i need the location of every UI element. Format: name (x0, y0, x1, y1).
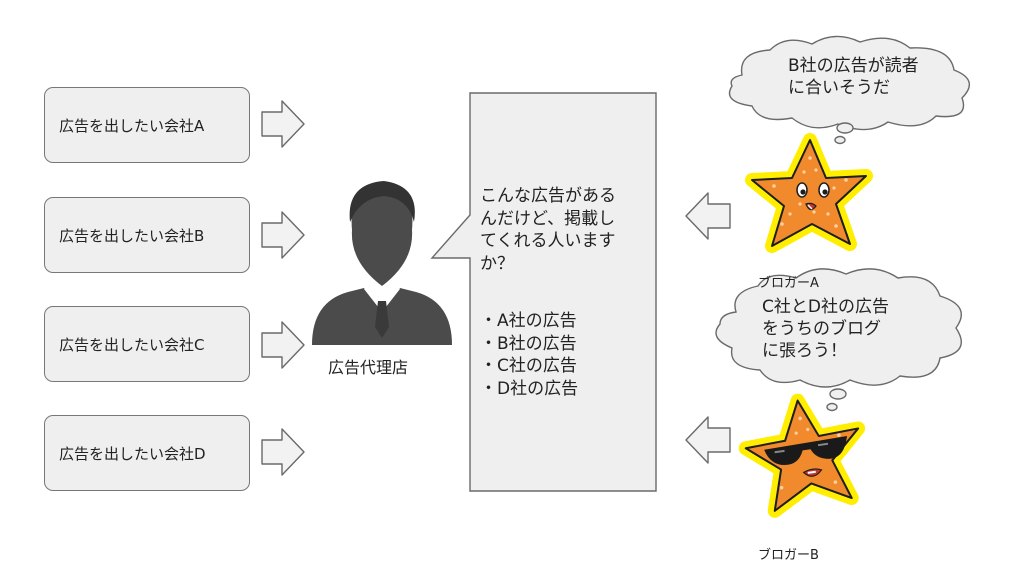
company-box-a: 広告を出したい会社A (44, 87, 250, 163)
company-label-d: 広告を出したい会社D (59, 444, 206, 463)
company-box-b: 広告を出したい会社B (44, 197, 250, 273)
thought-bubble-b (715, 268, 962, 412)
right-arrow-icon (261, 211, 305, 259)
left-arrow-icon (685, 192, 731, 240)
thought-text-b: C社とD社の広告 をうちのブログ に張ろう！ (762, 297, 889, 361)
sunglasses-icon (764, 436, 848, 466)
company-label-a: 広告を出したい会社A (59, 116, 205, 135)
ad-list-item: D社の広告 (480, 378, 650, 401)
left-arrow-icon (685, 416, 731, 464)
agency-label: 広告代理店 (328, 358, 409, 377)
starfish-icon (745, 133, 873, 253)
company-box-d: 広告を出したい会社D (44, 415, 250, 491)
thought-bubble-a (728, 35, 971, 145)
ad-list: A社の広告 B社の広告 C社の広告 D社の広告 (480, 310, 650, 400)
company-label-b: 広告を出したい会社B (59, 226, 205, 245)
ad-list-item: A社の広告 (480, 310, 650, 333)
starfish-icon (738, 393, 866, 518)
right-arrow-icon (261, 321, 305, 369)
company-box-c: 広告を出したい会社C (44, 306, 250, 382)
businessman-icon (312, 181, 452, 345)
blogger-label-a: ブロガーA (758, 276, 819, 291)
company-label-c: 広告を出したい会社C (59, 335, 205, 354)
right-arrow-icon (261, 428, 305, 476)
speech-bubble (430, 92, 657, 492)
speech-text: こんな広告がある んだけど、掲載し てくれる人います か？ (480, 186, 616, 274)
thought-text-a: B社の広告が読者 に合いそうだ (788, 56, 919, 98)
ad-list-item: C社の広告 (480, 355, 650, 378)
right-arrow-icon (261, 100, 305, 148)
blogger-label-b: ブロガーB (758, 548, 819, 563)
ad-list-item: B社の広告 (480, 333, 650, 356)
